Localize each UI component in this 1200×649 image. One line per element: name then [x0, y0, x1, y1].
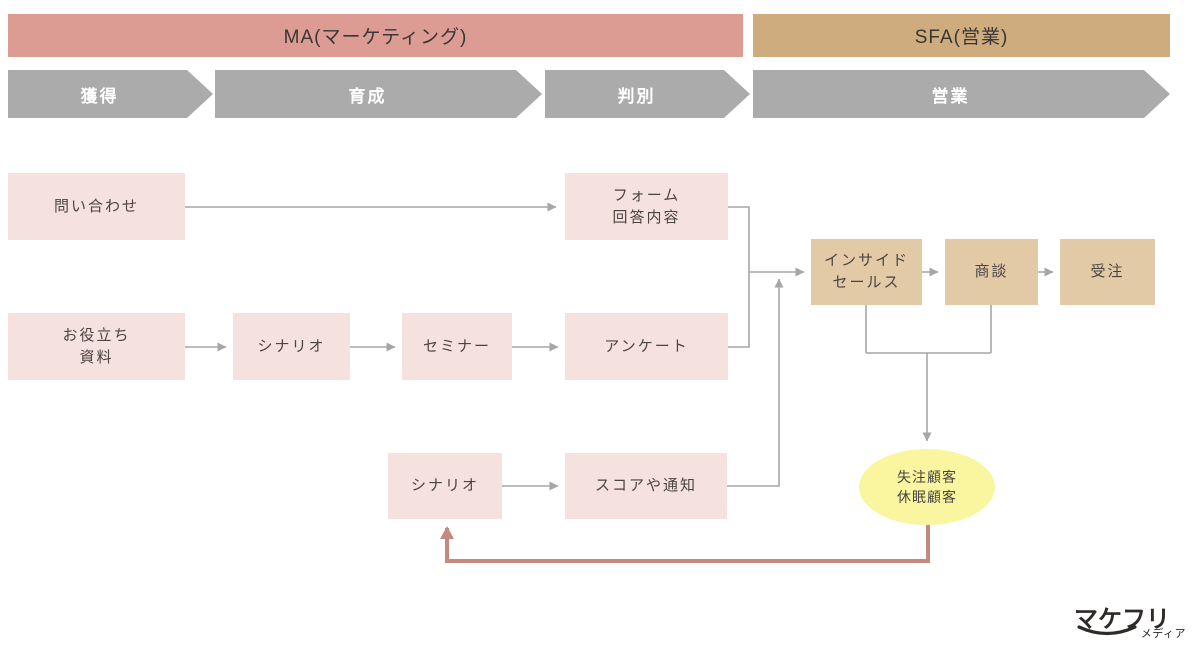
node-scenario-2-label: シナリオ [410, 477, 479, 495]
node-survey-label: アンケート [604, 337, 689, 355]
node-useful-docs-line2: 資料 [79, 348, 114, 366]
node-score-notify: スコアや通知 [565, 453, 727, 519]
wire-lost-loop-back-to-scenario2 [440, 524, 930, 563]
node-score-notify-label: スコアや通知 [594, 477, 697, 495]
stage-chevron-nurturing: 育成 [215, 70, 542, 118]
makefri-logo-smile-icon [1077, 625, 1137, 636]
node-form-response: フォーム 回答内容 [565, 173, 728, 240]
node-order: 受注 [1060, 239, 1155, 305]
node-useful-docs: お役立ち 資料 [8, 313, 185, 380]
node-form-response-line2: 回答内容 [612, 208, 681, 226]
wire-score-up-to-merge [727, 278, 784, 487]
wire-form-survey-merge-bracket [728, 206, 750, 348]
node-negotiation: 商談 [945, 239, 1038, 305]
stage-chevron-qualification: 判別 [545, 70, 750, 118]
node-survey: アンケート [565, 313, 728, 380]
stage-label-qualification: 判別 [617, 86, 656, 106]
node-seminar-label: セミナー [422, 337, 491, 355]
node-seminar: セミナー [402, 313, 512, 380]
node-order-label: 受注 [1090, 263, 1125, 281]
stage-chevron-acquisition: 獲得 [8, 70, 213, 118]
ma-header-bar: MA(マーケティング) [8, 14, 743, 57]
stage-chevron-sales: 営業 [753, 70, 1170, 118]
makefri-logo-media-label: メディア [1140, 628, 1186, 640]
node-inquiry: 問い合わせ [8, 173, 185, 240]
node-inside-sales-line1: インサイド [823, 252, 909, 270]
node-lost-line2: 休眠顧客 [897, 489, 957, 505]
node-inquiry-label: 問い合わせ [53, 197, 139, 215]
stage-label-nurturing: 育成 [348, 86, 387, 106]
node-scenario-1: シナリオ [233, 313, 350, 380]
makefri-logo-wordmark: マケフリ [1074, 606, 1170, 633]
node-inside-sales-line2: セールス [832, 274, 901, 291]
node-form-response-line1: フォーム [612, 186, 681, 204]
sfa-header-label: SFA(営業) [914, 27, 1009, 48]
sfa-header-bar: SFA(営業) [753, 14, 1170, 57]
node-scenario-1-label: シナリオ [257, 337, 326, 355]
stage-label-sales: 営業 [931, 86, 970, 106]
node-scenario-2: シナリオ [388, 453, 502, 519]
makefri-logo: マケフリ メディア [1074, 599, 1186, 643]
node-lost-line1: 失注顧客 [897, 468, 957, 485]
ma-header-label: MA(マーケティング) [283, 27, 468, 48]
node-lost-dormant-customers: 失注顧客 休眠顧客 [859, 449, 995, 525]
stage-label-acquisition: 獲得 [80, 86, 119, 106]
node-negotiation-label: 商談 [974, 263, 1009, 281]
node-useful-docs-line1: お役立ち [62, 326, 131, 344]
node-inside-sales: インサイド セールス [811, 239, 922, 305]
